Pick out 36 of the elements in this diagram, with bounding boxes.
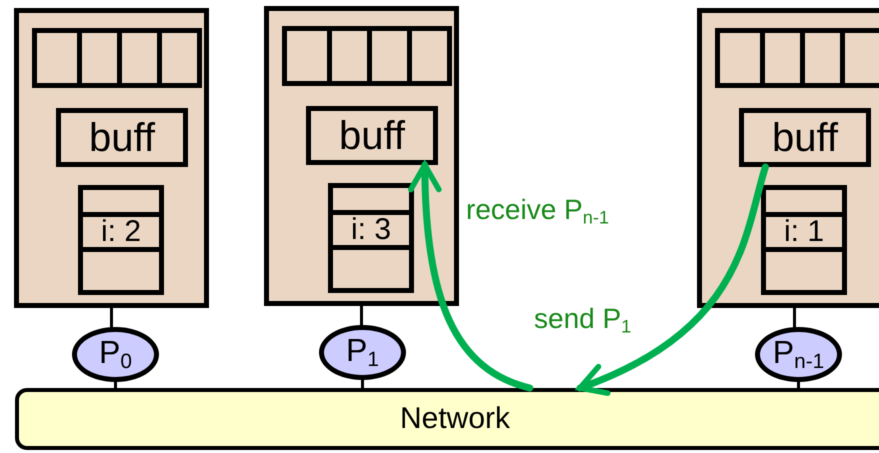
stack-box — [761, 185, 847, 295]
connector-line — [114, 380, 117, 390]
variable-label: i: 2 — [100, 217, 142, 247]
processor-label: P$_{0}$ — [99, 336, 132, 373]
connector-line — [110, 306, 113, 328]
edge-label: send P$_{1}$ — [534, 305, 632, 336]
stack-slot — [333, 210, 409, 250]
stack-box — [78, 185, 164, 295]
buffer-box — [306, 106, 438, 165]
buffer-box — [56, 108, 188, 167]
buffer-label: buff — [89, 118, 155, 158]
stack-slot — [766, 212, 842, 252]
stack-box — [328, 183, 414, 293]
connector-line — [797, 380, 800, 390]
network-bar — [15, 388, 879, 450]
memory-box — [264, 6, 459, 306]
connector-line — [360, 304, 363, 326]
arrow — [576, 164, 769, 395]
buffer-label: buff — [339, 116, 405, 156]
buffer-label: buff — [772, 118, 838, 158]
processor-label: P$_{n-1}$ — [772, 336, 824, 373]
buffer-box — [739, 108, 871, 167]
variable-label: i: 1 — [784, 217, 824, 247]
array-box — [715, 28, 879, 88]
variable-label: i: 3 — [350, 215, 392, 245]
array-box — [282, 26, 452, 86]
network-label: Network — [400, 404, 510, 434]
arrow — [408, 162, 534, 392]
processor-label: P$_{1}$ — [346, 334, 379, 371]
connector-line — [793, 306, 796, 328]
memory-box — [697, 8, 879, 308]
array-box — [32, 28, 202, 88]
edge-label: receive P$_{n-1}$ — [466, 196, 610, 227]
connector-line — [361, 378, 364, 390]
stack-slot — [83, 212, 159, 252]
memory-box — [14, 8, 209, 308]
